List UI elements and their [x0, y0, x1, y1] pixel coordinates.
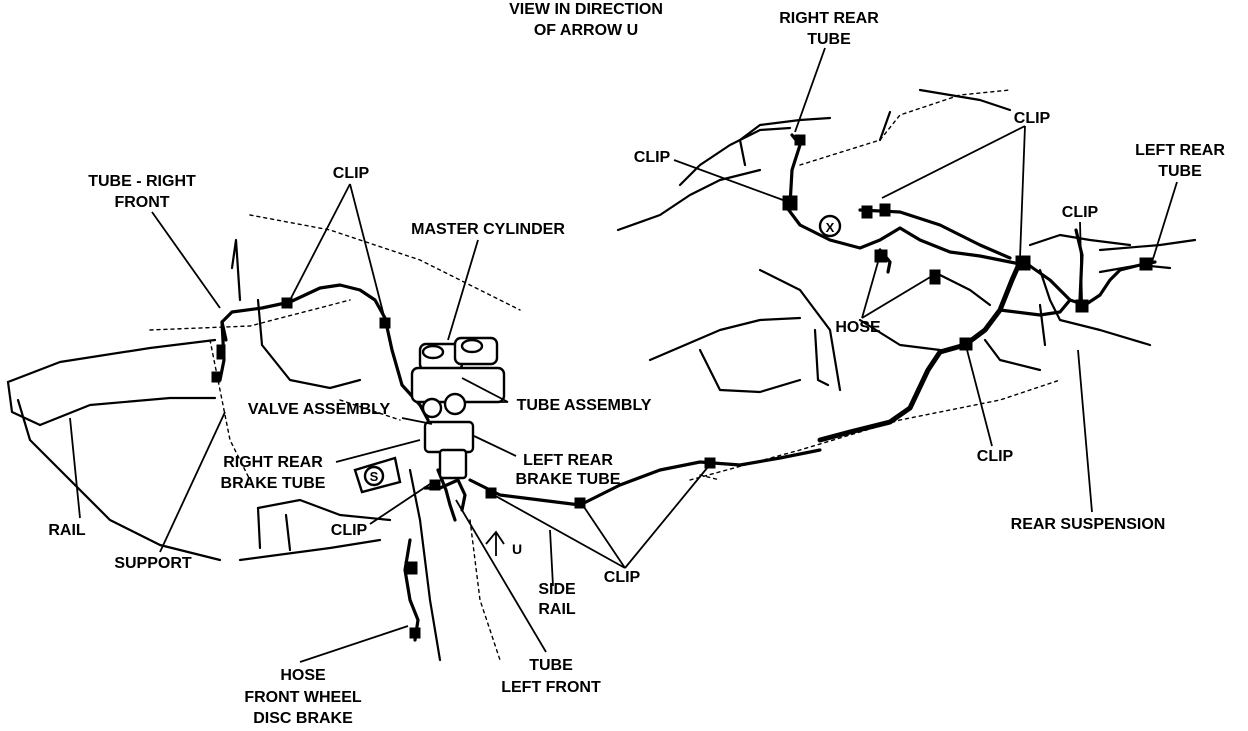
master-cylinder: [410, 336, 506, 404]
left-rear-tube-label-2: TUBE: [1158, 163, 1202, 180]
svg-text:X: X: [826, 220, 835, 235]
marker-s: S: [353, 456, 402, 494]
left-rear-brake-tube-label-2: BRAKE TUBE: [516, 471, 621, 488]
left-rear-brake-tube-line: [468, 448, 822, 507]
tube-left-front-label: TUBE: [529, 657, 573, 674]
master-cylinder-label: MASTER CYLINDER: [411, 221, 565, 238]
brake-tubes: [218, 133, 1157, 642]
valve-assembly: [421, 392, 475, 480]
view-direction-label-2: OF ARROW U: [534, 22, 638, 39]
left-rear-tube-label: LEFT REAR: [1135, 142, 1225, 159]
marker-x: X: [818, 214, 842, 238]
left-rear-tube-line: [1028, 260, 1157, 307]
view-direction-label: VIEW IN DIRECTION: [509, 1, 663, 18]
rear-clips: [782, 134, 1153, 351]
valve-assembly-label: VALVE ASSEMBLY: [248, 401, 391, 418]
svg-text:U: U: [512, 541, 522, 557]
tube-right-front-label-2: FRONT: [114, 194, 169, 211]
side-rail-label: SIDE: [538, 581, 576, 598]
leader-lines: [69, 47, 1178, 663]
svg-text:S: S: [370, 469, 379, 484]
clip-label-top-right: CLIP: [1014, 110, 1051, 127]
rail-label: RAIL: [48, 522, 86, 539]
rear-suspension-label: REAR SUSPENSION: [1011, 516, 1166, 533]
hose-front-label: HOSE: [280, 667, 326, 684]
tube-right-front-label: TUBE - RIGHT: [88, 173, 196, 190]
rear-chassis: [616, 88, 1197, 481]
hose-front-label-3: DISC BRAKE: [253, 710, 353, 726]
clip-label-right-side: CLIP: [1062, 204, 1099, 221]
front-clips: [211, 297, 716, 639]
arrow-u: U: [485, 530, 522, 557]
tube-left-front-label-2: LEFT FRONT: [501, 679, 601, 696]
clip-label-rear-lower: CLIP: [977, 448, 1014, 465]
right-rear-tube-label: RIGHT REAR: [779, 10, 879, 27]
clip-label-front: CLIP: [333, 165, 370, 182]
hose-front-label-2: FRONT WHEEL: [244, 689, 362, 706]
tube-assembly-label: TUBE ASSEMBLY: [517, 397, 652, 414]
support-label: SUPPORT: [114, 555, 192, 572]
tube-right-front-line: [220, 283, 430, 422]
right-rear-tube-label-2: TUBE: [807, 31, 851, 48]
clip-label-left-rear: CLIP: [634, 149, 671, 166]
labels: VIEW IN DIRECTION OF ARROW U RIGHT REAR …: [48, 1, 1225, 727]
right-rear-brake-tube-label-2: BRAKE TUBE: [221, 475, 326, 492]
hose-rear-label: HOSE: [835, 319, 881, 336]
rear-main-tube: [817, 259, 1023, 443]
left-rear-brake-tube-label: LEFT REAR: [523, 452, 613, 469]
rear-cross-tube: [783, 203, 1032, 268]
clip-label-bottom: CLIP: [604, 569, 641, 586]
tube-left-front-line: [436, 468, 457, 522]
front-chassis: [6, 214, 521, 662]
side-rail-label-2: RAIL: [538, 601, 576, 618]
clip-label-center: CLIP: [331, 522, 368, 539]
right-rear-brake-tube-label: RIGHT REAR: [223, 454, 323, 471]
